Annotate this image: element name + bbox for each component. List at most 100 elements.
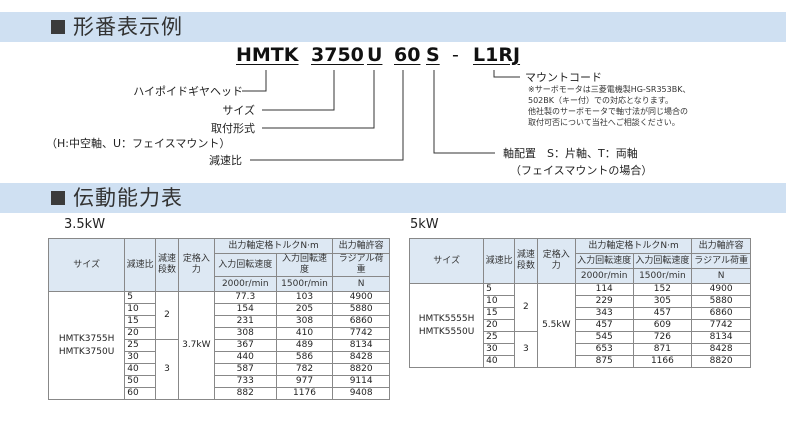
- torque-1500-cell: 586: [275, 351, 334, 364]
- power-cell: 5.5kW: [536, 283, 576, 368]
- header-speed: 入力回転速度: [275, 253, 334, 277]
- motor-note-line4: 取付可否について当社へご相談ください。: [528, 118, 680, 127]
- torque-1500-cell: 305: [632, 295, 693, 308]
- ratio-cell: 20: [124, 327, 157, 340]
- torque-2000-cell: 545: [574, 331, 634, 344]
- torque-1500-cell: 1176: [275, 387, 334, 400]
- header-radial: 出力軸許容: [332, 238, 390, 254]
- torque-1500-cell: 609: [632, 319, 693, 332]
- legend-ratio: 減速比: [209, 154, 242, 167]
- radial-load-cell: 8820: [332, 363, 390, 376]
- radial-load-cell: 5880: [332, 303, 390, 316]
- radial-load-cell: 8134: [332, 339, 390, 352]
- rating-table-3-5kw: サイズ 減速比 減速段数 定格入力 出力軸定格トルクN·m 出力軸許容 入力回転…: [47, 238, 390, 400]
- torque-2000-cell: 653: [574, 343, 634, 356]
- model-name: HMTK5555H: [418, 313, 475, 324]
- ratio-cell: 25: [483, 331, 516, 344]
- ratio-cell: 30: [124, 351, 157, 364]
- radial-load-cell: 5880: [691, 295, 751, 308]
- header-radial-sub: ラジアル荷重: [691, 253, 751, 269]
- torque-2000-cell: 231: [213, 315, 277, 328]
- ratio-cell: 40: [124, 363, 157, 376]
- torque-1500-cell: 489: [275, 339, 334, 352]
- radial-load-cell: 8428: [691, 343, 751, 356]
- header-speed-1500: 1500r/min: [275, 276, 334, 292]
- ratio-cell: 50: [124, 375, 157, 388]
- rating-table-5kw: サイズ 減速比 減速段数 定格入力 出力軸定格トルクN·m 出力軸許容 入力回転…: [408, 238, 751, 368]
- torque-1500-cell: 977: [275, 375, 334, 388]
- legend-shaft: 軸配置 S：片軸、T：両軸: [503, 147, 638, 160]
- header-stages: 減速段数: [155, 238, 179, 292]
- torque-1500-cell: 1166: [632, 355, 693, 368]
- model-code-motor: L1RJ: [473, 44, 521, 66]
- square-bullet-icon: [51, 20, 65, 34]
- radial-load-cell: 6860: [691, 307, 751, 320]
- header-speed-2000: 2000r/min: [574, 268, 634, 284]
- header-stages: 減速段数: [514, 238, 538, 284]
- model-name: HMTK3755H: [58, 333, 115, 344]
- ratio-cell: 10: [124, 303, 157, 316]
- header-radial-sub: ラジアル荷重: [332, 253, 390, 277]
- torque-2000-cell: 343: [574, 307, 634, 320]
- square-bullet-icon: [51, 191, 65, 205]
- model-code-series: HMTK: [236, 44, 299, 66]
- radial-load-cell: 4900: [332, 291, 390, 304]
- model-code-shaft: S: [426, 44, 440, 66]
- header-power: 定格入力: [177, 238, 215, 292]
- table-caption-3-5kw: 3.5kW: [64, 217, 106, 232]
- header-power: 定格入力: [536, 238, 576, 284]
- model-code-ratio: 60: [394, 44, 421, 66]
- torque-1500-cell: 152: [632, 283, 693, 296]
- stages-cell: 2: [155, 291, 179, 340]
- radial-load-cell: 7742: [332, 327, 390, 340]
- section-banner-ratings: 伝動能力表: [0, 183, 786, 213]
- ratio-cell: 60: [124, 387, 157, 400]
- model-code-size: 3750: [311, 44, 364, 66]
- header-speed-2000: 2000r/min: [213, 276, 277, 292]
- torque-2000-cell: 114: [574, 283, 634, 296]
- header-radial: 出力軸許容: [691, 238, 751, 254]
- motor-note-line2: 502BK（キー付）での対応となります。: [528, 96, 673, 105]
- torque-2000-cell: 154: [213, 303, 277, 316]
- model-code-mount: U: [367, 44, 383, 66]
- stages-cell: 3: [514, 331, 538, 368]
- torque-2000-cell: 229: [574, 295, 634, 308]
- header-radial-unit: N: [332, 276, 390, 292]
- section-title: 伝動能力表: [73, 186, 183, 210]
- legend-motor-code: マウントコード: [525, 71, 602, 84]
- header-torque: 出力軸定格トルクN·m: [213, 238, 334, 254]
- section-banner-model-code: 形番表示例: [0, 12, 786, 42]
- radial-load-cell: 9408: [332, 387, 390, 400]
- torque-1500-cell: 457: [632, 307, 693, 320]
- motor-note-line3: 他社製のサーボモータで軸寸法が同じ場合の: [528, 107, 688, 116]
- radial-load-cell: 4900: [691, 283, 751, 296]
- model-code-dash: -: [452, 44, 459, 66]
- section-title: 形番表示例: [73, 15, 183, 39]
- ratio-cell: 5: [124, 291, 157, 304]
- ratio-cell: 25: [124, 339, 157, 352]
- radial-load-cell: 9114: [332, 375, 390, 388]
- header-radial-unit: N: [691, 268, 751, 284]
- header-ratio: 減速比: [124, 238, 157, 292]
- header-ratio: 減速比: [483, 238, 516, 284]
- torque-1500-cell: 410: [275, 327, 334, 340]
- header-speed-1500: 1500r/min: [632, 268, 693, 284]
- legend-size: サイズ: [222, 104, 255, 117]
- legend-gearhead: ハイポイドギヤヘッド: [133, 85, 243, 98]
- torque-2000-cell: 308: [213, 327, 277, 340]
- table-caption-5kw: 5kW: [410, 217, 439, 232]
- stages-cell: 3: [155, 339, 179, 400]
